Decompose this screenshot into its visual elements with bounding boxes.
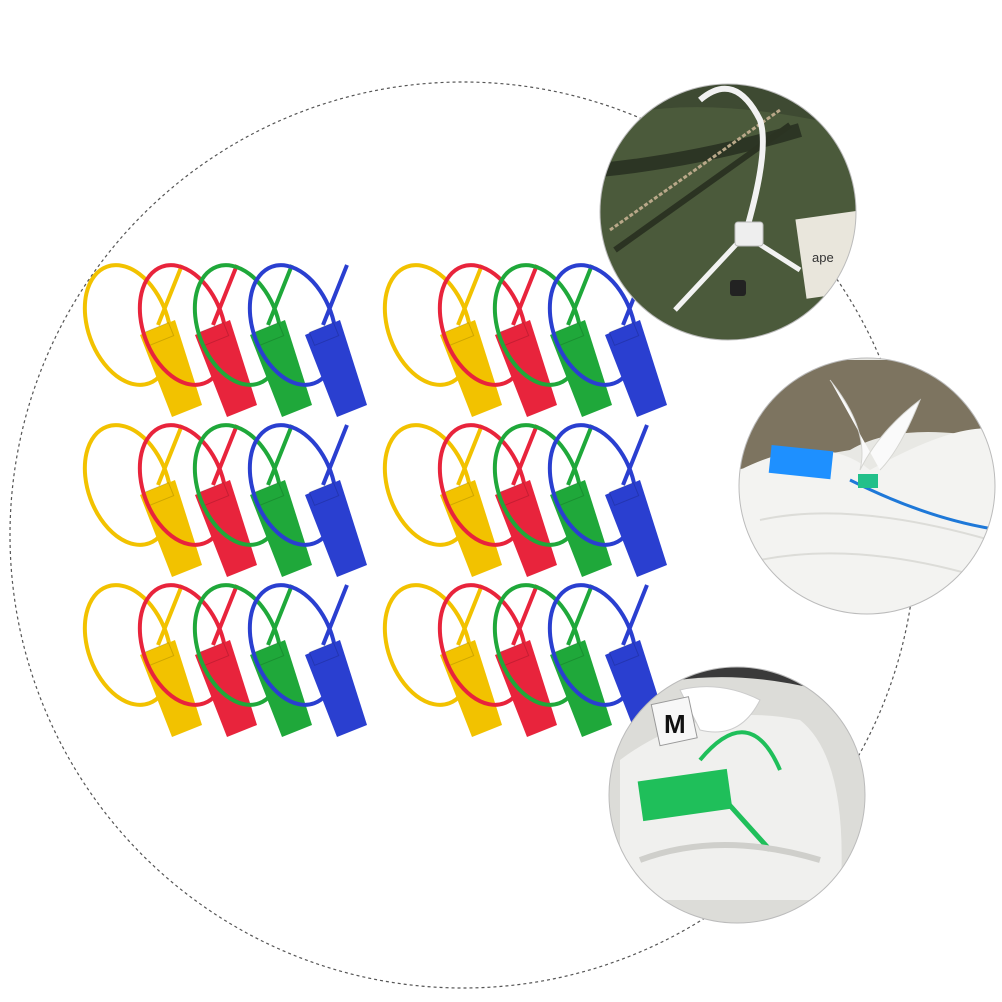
seal-tag bbox=[137, 583, 257, 737]
seal-tag bbox=[437, 423, 557, 577]
seal-tag-groups bbox=[82, 263, 667, 737]
seal-tag bbox=[382, 263, 502, 417]
seal-tag-group bbox=[382, 423, 667, 577]
seal-tag bbox=[137, 263, 257, 417]
seal-tag bbox=[192, 423, 312, 577]
seal-tag bbox=[492, 423, 612, 577]
seal-tag bbox=[547, 423, 667, 577]
seal-tag bbox=[382, 423, 502, 577]
seal-tag-group bbox=[382, 263, 667, 417]
svg-text:ape: ape bbox=[812, 250, 834, 265]
seal-tag bbox=[82, 583, 202, 737]
seal-tag bbox=[82, 423, 202, 577]
seal-tag bbox=[492, 263, 612, 417]
seal-tag bbox=[437, 263, 557, 417]
seal-tag bbox=[192, 263, 312, 417]
usage-photo-backpack: ape bbox=[599, 83, 857, 341]
seal-tag bbox=[247, 583, 367, 737]
sneaker-label-text: M bbox=[664, 709, 686, 739]
seal-tag bbox=[382, 583, 502, 737]
seal-tag bbox=[82, 263, 202, 417]
seal-tag-group bbox=[82, 423, 367, 577]
seal-tag bbox=[247, 423, 367, 577]
usage-photo-sack bbox=[738, 357, 996, 615]
seal-tag bbox=[437, 583, 557, 737]
seal-tag bbox=[247, 263, 367, 417]
seal-tag bbox=[137, 423, 257, 577]
seal-tag bbox=[192, 583, 312, 737]
blue-seal-icon bbox=[768, 444, 834, 480]
seal-tag-group bbox=[82, 263, 367, 417]
white-seal-icon bbox=[734, 221, 764, 247]
seal-tag bbox=[492, 583, 612, 737]
green-seal-icon bbox=[637, 768, 733, 822]
seal-tag-group bbox=[382, 583, 667, 737]
seal-tag-group bbox=[82, 583, 367, 737]
usage-photo-sneaker: M bbox=[608, 666, 866, 924]
